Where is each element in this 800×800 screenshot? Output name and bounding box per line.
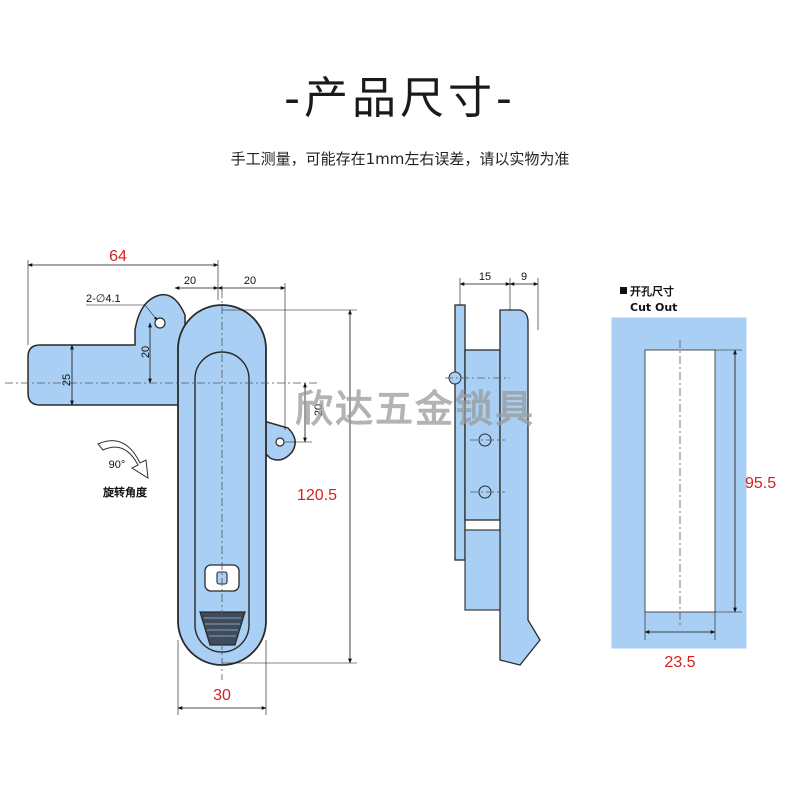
dim-9: 9 [521,271,527,283]
cutout-label-cn: 开孔尺寸 [630,284,674,298]
page-title: -产品尺寸- [284,73,516,124]
cutout-view: 开孔尺寸 Cut Out 95.5 23.5 [611,284,776,671]
watermark: 欣达五金锁具 [295,387,535,431]
dim-95-5: 95.5 [745,475,776,492]
lock-arm [27,293,186,406]
push-button [199,611,246,646]
side-view: 15 9 [445,271,541,666]
dim-25: 25 [61,374,73,386]
dim-15: 15 [479,271,491,283]
cutout-label-en: Cut Out [630,301,677,314]
rotation-arrow-icon [97,440,149,479]
dim-20-a: 20 [184,275,196,287]
rotation-label: 旋转角度 [102,485,148,499]
dim-64: 64 [109,248,127,265]
rotation-angle: 90° [109,459,126,471]
front-view: 64 20 20 2-∅4.1 20 25 20 120.5 30 [5,248,357,715]
page-subtitle: 手工测量，可能存在1mm左右误差，请以实物为准 [230,150,570,168]
dim-20-right: 20 [313,404,325,416]
dim-20-left: 20 [140,346,152,358]
hole-note: 2-∅4.1 [86,293,121,305]
dim-30: 30 [213,687,231,704]
dim-120-5: 120.5 [297,487,337,504]
dim-23-5: 23.5 [664,654,695,671]
dim-20-b: 20 [244,275,256,287]
